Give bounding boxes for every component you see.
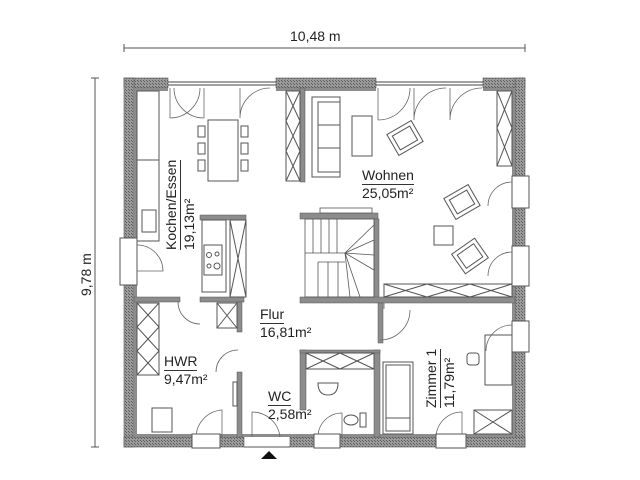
sideboard-wohnen (383, 283, 513, 298)
sofa (311, 96, 341, 178)
room-label-flur: Flur 16,81m² (260, 306, 312, 340)
room-label-wc: WC 2,58m² (268, 388, 312, 422)
interior-door-swings (177, 301, 463, 438)
kitchen-cabinet (229, 219, 247, 298)
terrace-doors-kitchen (169, 87, 271, 119)
room-label-wohnen: Wohnen 25,05m² (362, 167, 414, 201)
windows-bottom (191, 433, 467, 449)
bed (382, 361, 414, 435)
windows-right (119, 175, 530, 353)
width-dimension-line (123, 44, 526, 52)
height-dimension-line (91, 77, 99, 448)
desk (466, 334, 513, 386)
armchair (386, 119, 490, 275)
entrance-arrow-icon (261, 451, 277, 459)
windows-top (168, 81, 483, 86)
hwr-cabinets (136, 302, 238, 433)
kitchen-counter (136, 90, 160, 242)
stove (201, 219, 227, 293)
room-label-kochen-essen: Kochen/Essen 19,13m² (163, 159, 197, 250)
height-dimension-label: 9,78 m (78, 253, 94, 296)
staircase (304, 207, 375, 298)
room-label-hwr: HWR 9,47m² (164, 353, 208, 387)
window-swings (136, 181, 513, 352)
zimmer-wardrobe (473, 409, 513, 435)
coffee-table (351, 115, 373, 157)
wardrobe-wohnen-right (496, 90, 513, 167)
width-dimension-label: 10,48 m (290, 28, 341, 44)
exterior-walls (123, 77, 526, 448)
room-label-zimmer-1: Zimmer 1 11,79m² (423, 348, 457, 408)
dining-table (197, 119, 249, 182)
wardrobe-wohnen-left (285, 90, 301, 182)
side-table (433, 225, 454, 246)
wc-fixtures (305, 352, 375, 428)
terrace-doors-wohnen (377, 87, 483, 121)
interior-walls (133, 87, 516, 438)
